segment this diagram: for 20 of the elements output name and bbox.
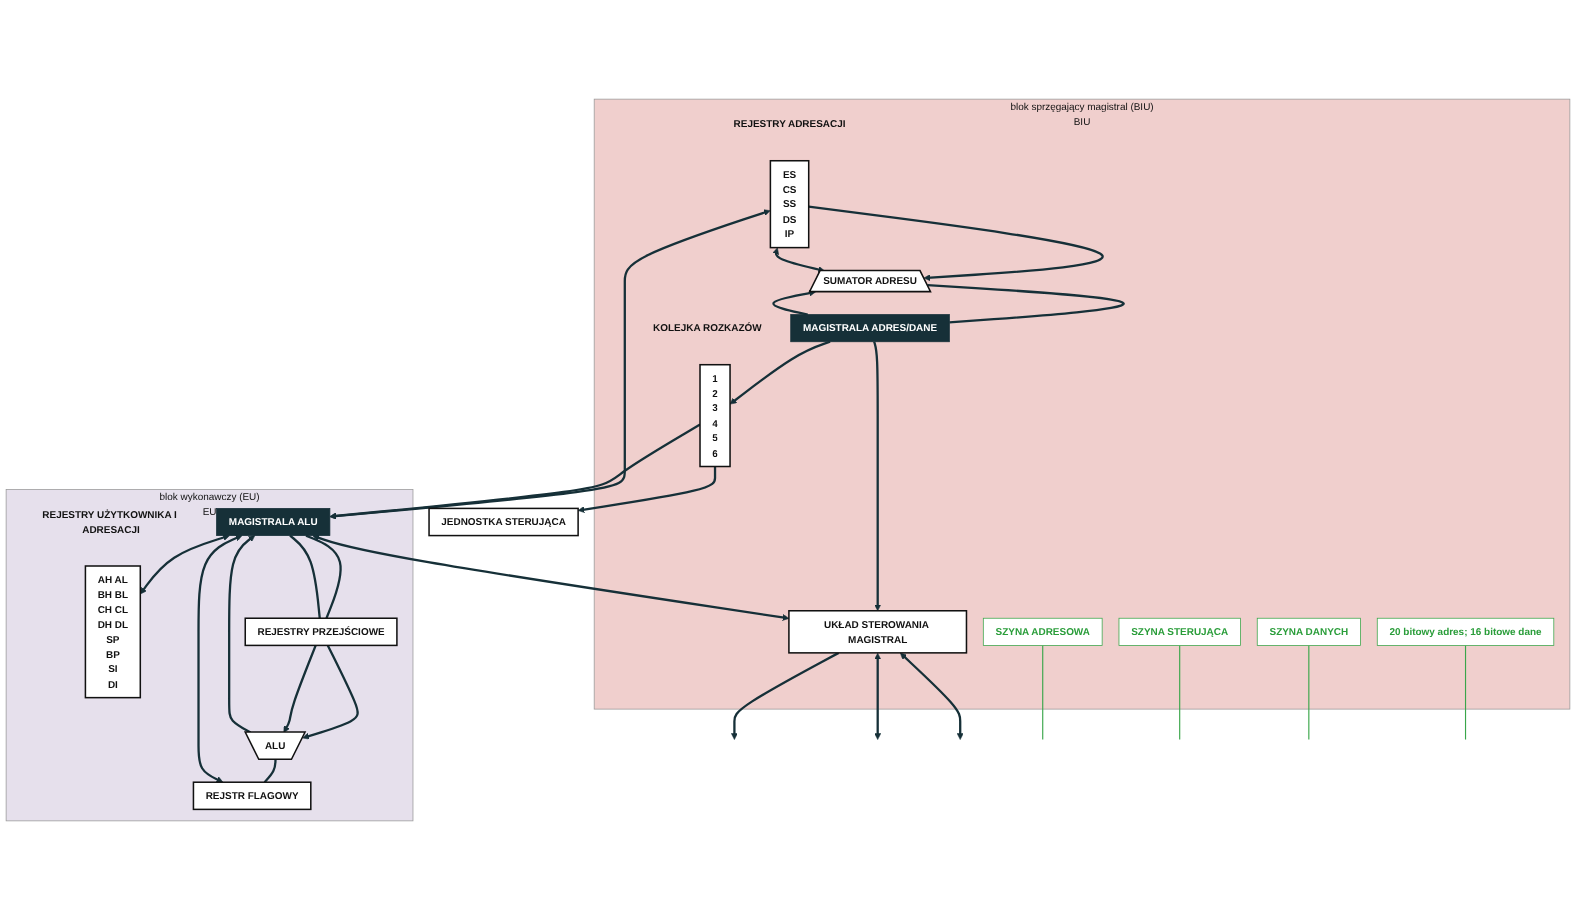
- arrow: [874, 652, 882, 740]
- arrow: [873, 341, 882, 612]
- arrow: [329, 423, 701, 520]
- arrow: [772, 289, 816, 316]
- arrow: [729, 340, 831, 405]
- arrow: [772, 247, 825, 273]
- leader-line: [1179, 644, 1181, 741]
- arrow: [808, 205, 1103, 282]
- leader-line: [1042, 644, 1044, 741]
- leader-line: [1308, 644, 1310, 741]
- arrow: [140, 534, 230, 595]
- arrow: [283, 645, 317, 733]
- arrow: [731, 651, 840, 740]
- arrow: [302, 644, 359, 740]
- arrow: [197, 534, 243, 783]
- leader-line: [1464, 644, 1467, 741]
- arrow: [228, 535, 256, 734]
- arrow: [577, 466, 717, 513]
- arrow: [312, 534, 790, 621]
- arrow: [900, 652, 964, 740]
